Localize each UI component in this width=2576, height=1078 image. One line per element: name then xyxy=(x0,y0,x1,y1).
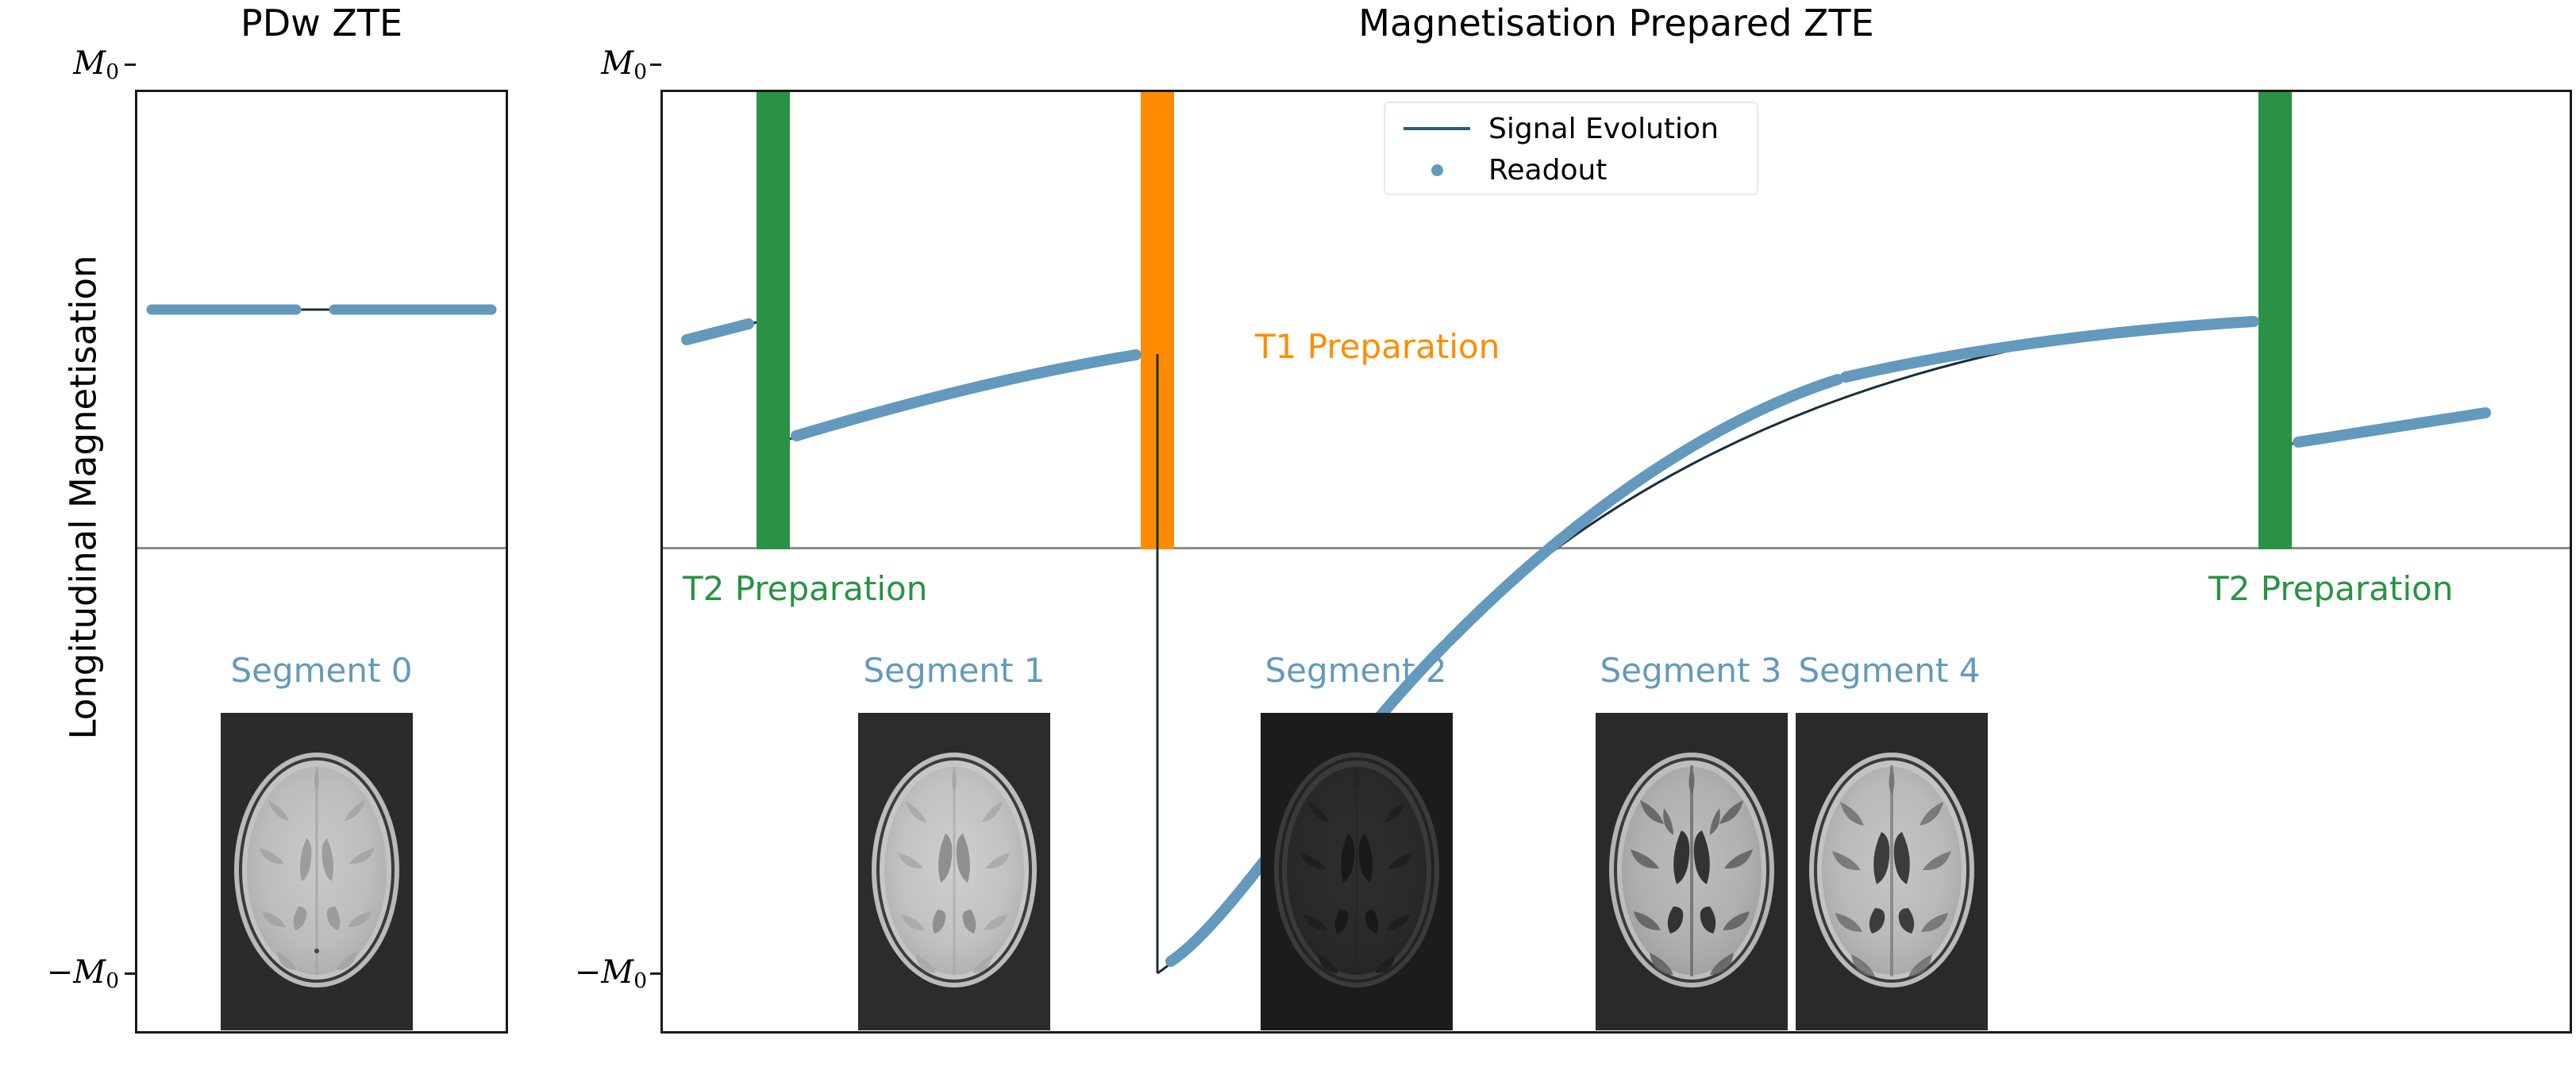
zero-line-right xyxy=(663,547,2570,549)
y-tick-label-m0-left: M0 xyxy=(73,45,119,84)
t2-preparation-bar-1 xyxy=(757,92,790,549)
y-tick-mark-neg-m0-left xyxy=(125,972,136,975)
legend-dot-icon xyxy=(1385,164,1488,176)
segment-label-1: Segment 1 xyxy=(863,651,1045,690)
signal-plot-left xyxy=(146,304,497,315)
brain-image-segment-2 xyxy=(1261,713,1453,1030)
t2-preparation-label-2: T2 Preparation xyxy=(2208,569,2454,608)
zero-line-left xyxy=(137,547,506,549)
segment-label-2: Segment 2 xyxy=(1265,651,1447,690)
brain-image-segment-0 xyxy=(221,713,413,1030)
t1-preparation-label: T1 Preparation xyxy=(1255,327,1500,366)
legend-entry-readout: Readout xyxy=(1385,149,1757,191)
t2-preparation-bar-2 xyxy=(2258,92,2292,549)
y-tick-label-neg-m0-left: −M0 xyxy=(46,954,119,993)
y-tick-label-m0-right: M0 xyxy=(601,45,647,84)
t2-preparation-label-1: T2 Preparation xyxy=(683,569,928,608)
legend-entry-signal-evolution: Signal Evolution xyxy=(1385,108,1757,149)
segment-label-4: Segment 4 xyxy=(1798,651,1981,690)
segment-label-3: Segment 3 xyxy=(1600,651,1782,690)
y-tick-mark-neg-m0-right xyxy=(650,972,661,975)
legend: Signal Evolution Readout xyxy=(1384,102,1758,195)
brain-image-segment-4 xyxy=(1796,713,1988,1030)
panel-title-right: Magnetisation Prepared ZTE xyxy=(1358,2,1874,44)
brain-image-segment-3 xyxy=(1596,713,1788,1030)
legend-label-signal-evolution: Signal Evolution xyxy=(1488,112,1719,145)
segment-label-0: Segment 0 xyxy=(230,651,413,690)
legend-line-icon xyxy=(1385,127,1488,130)
panel-title-left: PDw ZTE xyxy=(240,2,403,44)
y-tick-mark-m0-right xyxy=(650,64,661,66)
legend-label-readout: Readout xyxy=(1488,153,1608,187)
brain-image-segment-1 xyxy=(858,713,1050,1030)
y-tick-mark-m0-left xyxy=(125,64,136,66)
signal-plot-right xyxy=(681,316,2491,975)
y-axis-label: Longitudinal Magnetisation xyxy=(62,255,105,740)
y-tick-label-neg-m0-right: −M0 xyxy=(574,954,647,993)
